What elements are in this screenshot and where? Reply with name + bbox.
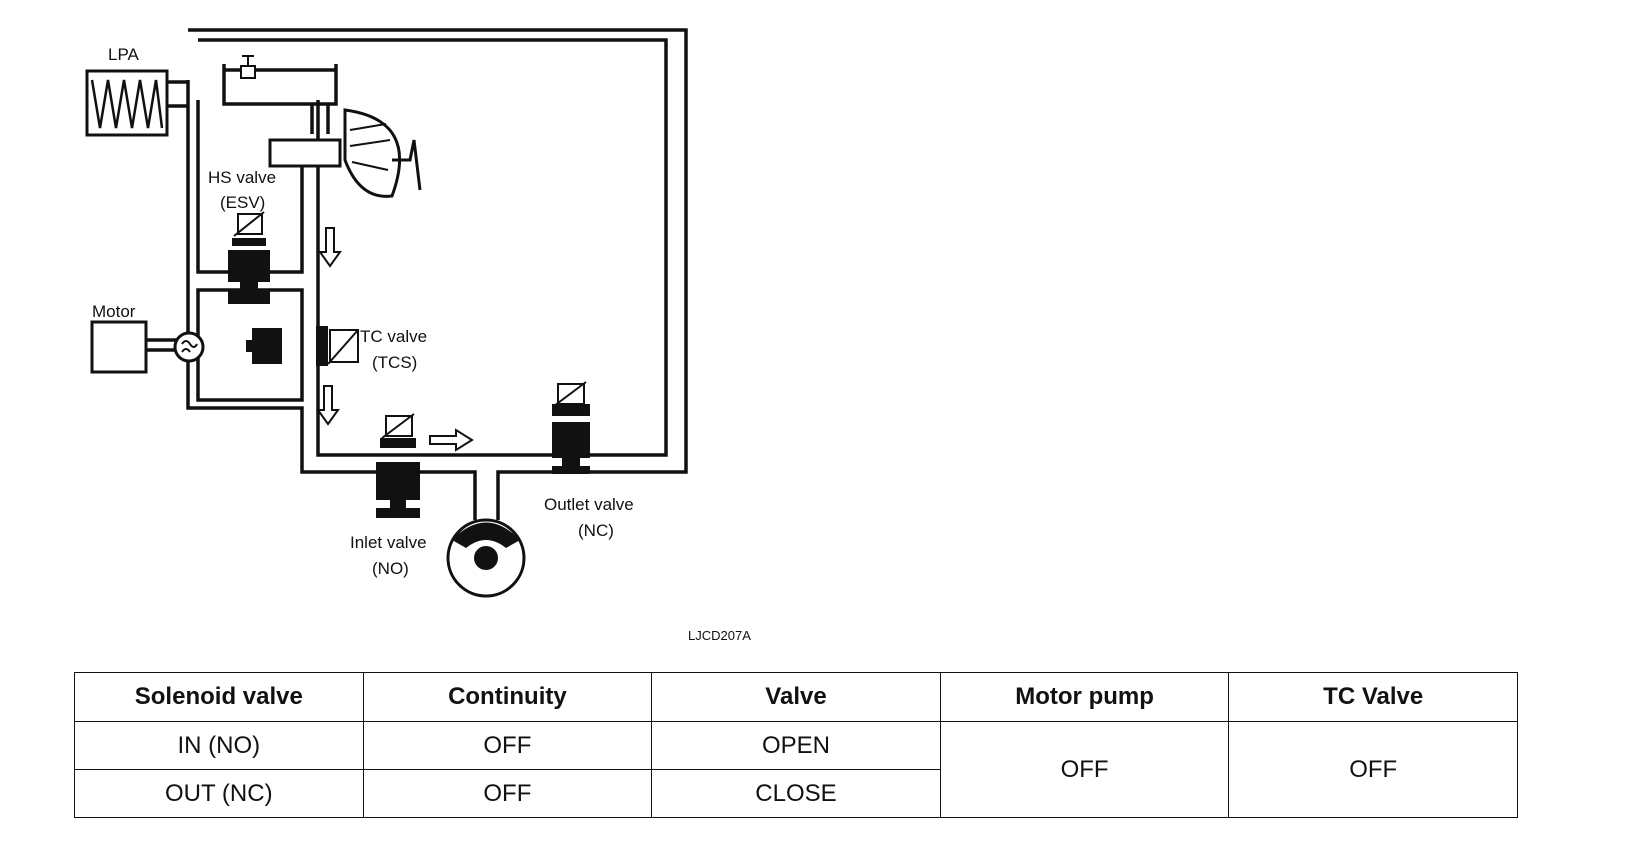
motor-box <box>90 320 148 374</box>
lpa-label: LPA <box>108 45 140 64</box>
wheel-cylinder <box>446 518 526 598</box>
reservoir-cap <box>240 55 256 79</box>
col-header-valve: Valve <box>651 672 941 722</box>
col-header-continuity: Continuity <box>362 672 653 722</box>
lpa-accumulator <box>85 69 169 137</box>
tc-valve-label: TC valve <box>360 327 427 346</box>
hydraulic-circuit-diagram: LPA HS valve (ESV) Motor TC valve (TCS) … <box>85 28 751 643</box>
cell-continuity: OFF <box>362 769 653 818</box>
pump-symbol <box>173 331 205 363</box>
col-header-tc-valve: TC Valve <box>1228 672 1518 722</box>
col-header-solenoid-valve: Solenoid valve <box>74 672 364 722</box>
hs-valve-label: HS valve <box>208 168 276 187</box>
cell-motor-pump: OFF <box>939 721 1230 818</box>
tc-valve <box>316 326 359 366</box>
hs-valve-sublabel: (ESV) <box>220 193 265 212</box>
hs-valve <box>228 211 270 304</box>
tc-valve-sublabel: (TCS) <box>372 353 417 372</box>
cell-tc-valve: OFF <box>1228 721 1518 818</box>
flow-arrow-right <box>429 428 474 452</box>
motor-label: Motor <box>92 302 136 321</box>
inlet-valve-label: Inlet valve <box>350 533 427 552</box>
cell-continuity: OFF <box>362 721 653 770</box>
outlet-valve-sublabel: (NC) <box>578 521 614 540</box>
master-cylinder <box>268 108 422 198</box>
figure-code: LJCD207A <box>688 628 751 643</box>
table-header-row: Solenoid valve Continuity Valve Motor pu… <box>74 672 1518 722</box>
flow-arrow-down-2 <box>316 385 340 426</box>
flow-arrow-down-1 <box>318 227 342 268</box>
outlet-valve <box>552 381 590 474</box>
cell-valve: CLOSE <box>651 769 941 818</box>
table-row: IN (NO) OFF OPEN OFF OFF <box>74 721 1518 818</box>
cell-solenoid: OUT (NC) <box>74 769 364 818</box>
cell-valve: OPEN <box>651 721 941 770</box>
col-header-motor-pump: Motor pump <box>939 672 1230 722</box>
cell-solenoid: IN (NO) <box>74 721 364 770</box>
outlet-valve-label: Outlet valve <box>544 495 634 514</box>
table-row: OUT (NC) OFF CLOSE <box>74 769 1518 818</box>
pump-valve <box>246 328 282 364</box>
inlet-valve-sublabel: (NO) <box>372 559 409 578</box>
valve-status-table: Solenoid valve Continuity Valve Motor pu… <box>74 672 1518 818</box>
inlet-valve <box>376 413 420 518</box>
